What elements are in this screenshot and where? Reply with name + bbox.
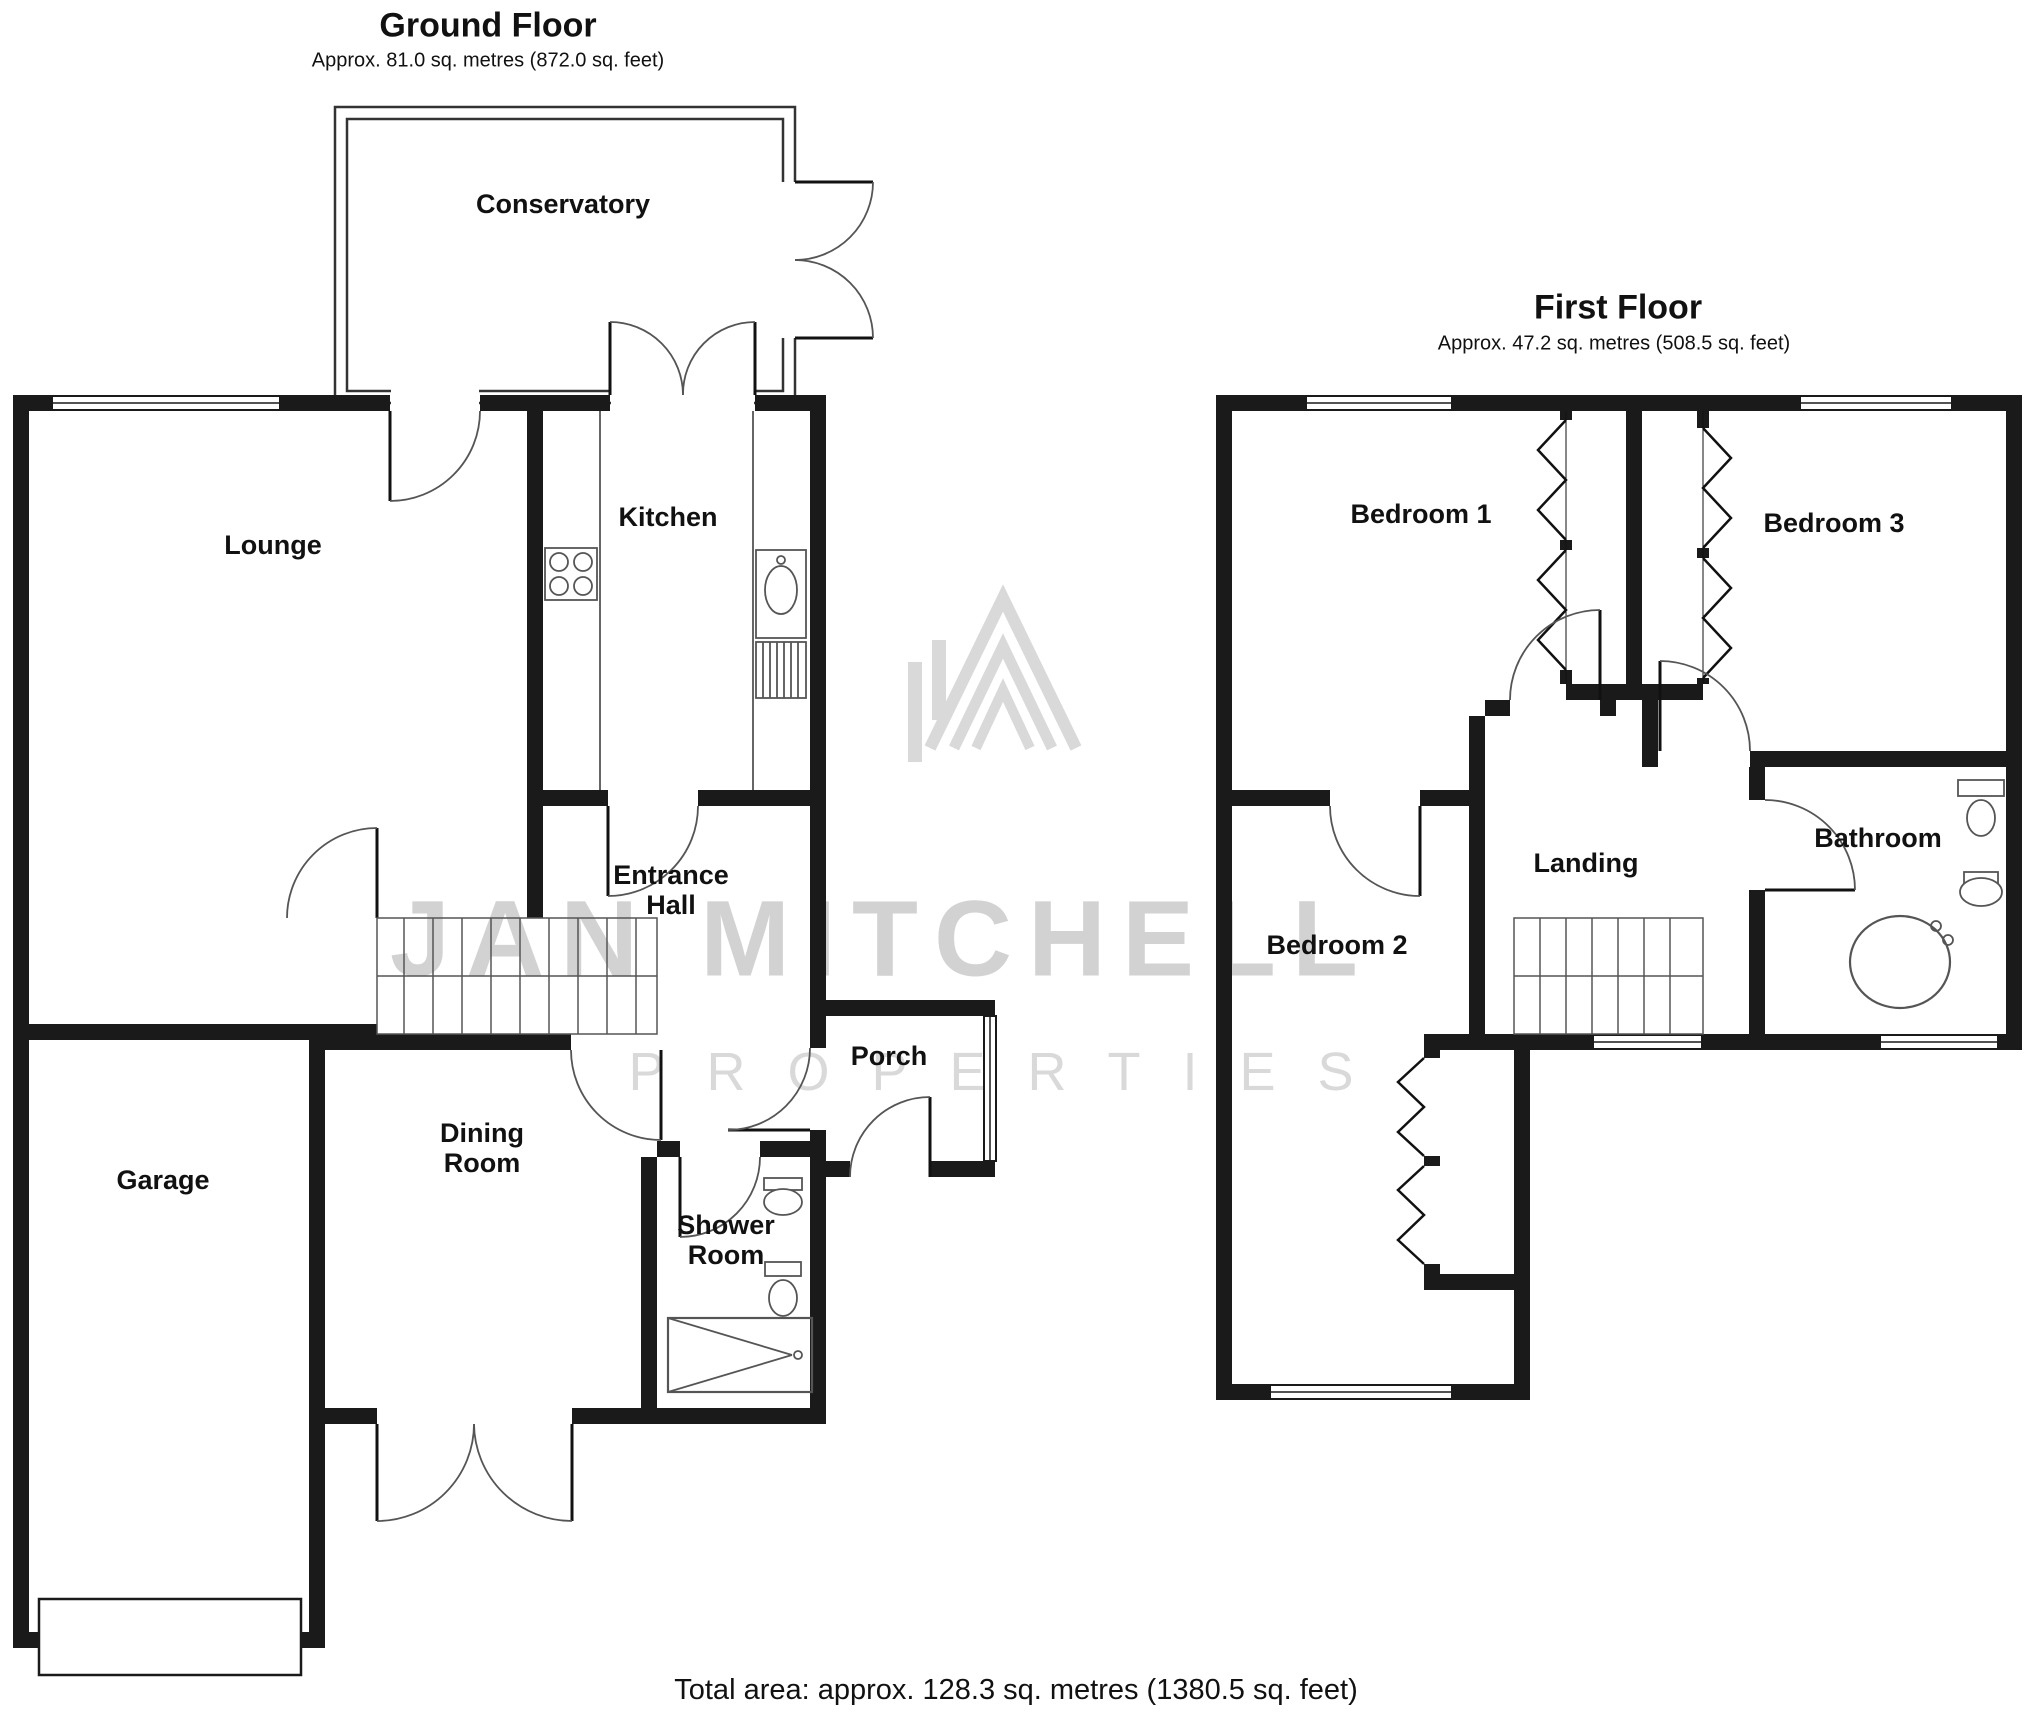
ground-floor-plan xyxy=(13,105,997,1677)
room-label-porch: Porch xyxy=(850,1040,928,1071)
kitchen-fixtures xyxy=(544,411,807,790)
room-label-garage: Garage xyxy=(116,1164,210,1195)
first-staircase xyxy=(1513,917,1704,1035)
ground-floor-subtitle: Approx. 81.0 sq. metres (872.0 sq. feet) xyxy=(311,49,665,72)
room-label-lounge: Lounge xyxy=(224,529,322,560)
first-floor-title: First Floor xyxy=(1533,288,1703,327)
landing-window xyxy=(1592,1034,1703,1050)
conservatory-walls xyxy=(333,105,797,405)
bedroom2-window xyxy=(1269,1384,1453,1400)
first-exterior-walls xyxy=(1216,395,2022,1400)
shower-room-fixtures xyxy=(666,1177,814,1394)
lounge-window xyxy=(51,395,281,411)
first-floor-plan xyxy=(1216,395,2022,1400)
room-label-landing: Landing xyxy=(1533,847,1639,878)
room-label-dining-room: Dining Room xyxy=(440,1117,524,1178)
kitchen-sink-icon xyxy=(755,549,807,639)
kitchen-unit-icon xyxy=(755,641,807,699)
watermark-logo-icon xyxy=(908,584,1082,762)
garage-door xyxy=(37,1597,303,1677)
bedroom1-window xyxy=(1305,395,1453,411)
room-label-kitchen: Kitchen xyxy=(618,501,718,532)
basin-icon xyxy=(763,1177,803,1216)
bath-icon xyxy=(666,1316,814,1394)
bathroom-fixtures xyxy=(1848,779,2005,1010)
ground-interior-walls xyxy=(29,411,826,1648)
total-area-text: Total area: approx. 128.3 sq. metres (13… xyxy=(674,1674,1358,1706)
ground-doors xyxy=(286,180,932,1522)
corner-bath-icon xyxy=(1848,914,1954,1010)
first-doors xyxy=(1329,609,1856,897)
room-label-conservatory: Conservatory xyxy=(475,188,651,219)
ground-exterior-walls xyxy=(13,395,995,1648)
hob-icon xyxy=(544,547,598,601)
porch-window xyxy=(983,1015,997,1162)
room-label-bedroom-2: Bedroom 2 xyxy=(1266,929,1408,960)
first-floor-subtitle: Approx. 47.2 sq. metres (508.5 sq. feet) xyxy=(1437,332,1791,355)
room-label-bathroom: Bathroom xyxy=(1814,822,1942,853)
bathroom-window xyxy=(1879,1034,1999,1050)
ground-staircase xyxy=(376,917,658,1035)
bedroom3-window xyxy=(1799,395,1953,411)
room-label-bedroom-1: Bedroom 1 xyxy=(1350,498,1492,529)
basin-icon xyxy=(1959,871,2003,907)
wardrobe-bifold-doors xyxy=(1396,411,1733,1265)
first-windows xyxy=(1269,395,1999,1400)
room-label-shower-room: Shower Room xyxy=(677,1209,775,1270)
room-label-entrance-hall: Entrance Hall xyxy=(613,859,729,920)
conservatory-openings xyxy=(391,182,798,413)
toilet-icon xyxy=(764,1261,802,1317)
ground-windows xyxy=(51,395,997,1162)
ground-floor-title: Ground Floor xyxy=(379,6,597,45)
toilet-icon xyxy=(1957,779,2005,837)
room-label-bedroom-3: Bedroom 3 xyxy=(1763,507,1905,538)
